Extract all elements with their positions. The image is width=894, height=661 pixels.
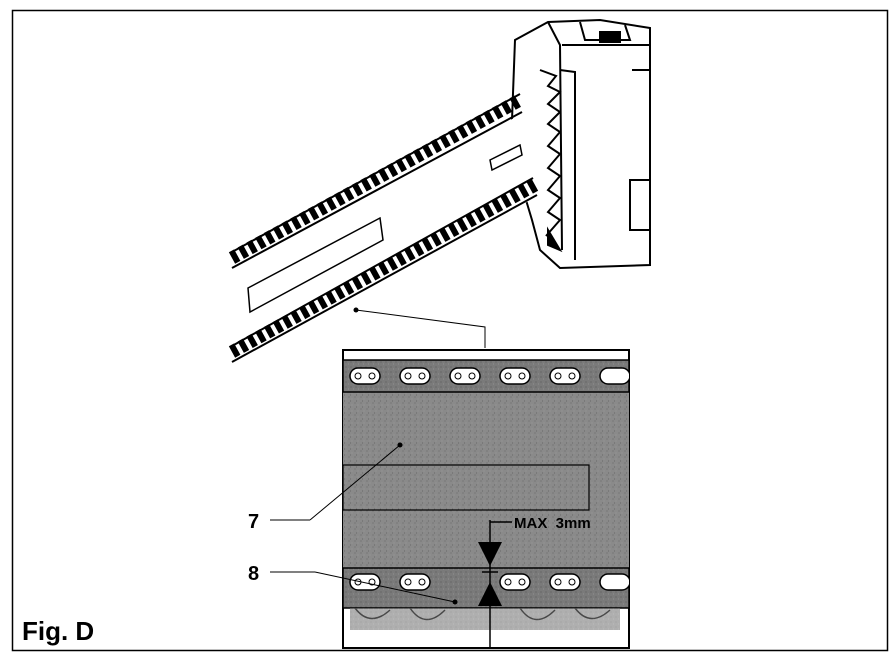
upper-chain-run	[228, 94, 524, 264]
callout-label-7: 7	[248, 511, 259, 533]
inset-bar-label-panel	[343, 464, 590, 511]
measurement-label: MAX 3mm	[514, 515, 591, 532]
callout-label-8: 8	[248, 563, 259, 585]
figure-caption: Fig. D	[22, 616, 94, 646]
max-gap-indicator	[478, 520, 512, 648]
callout-7	[270, 442, 403, 521]
callout-8	[270, 571, 458, 605]
inset-guide-bar	[343, 390, 629, 568]
chainsaw-motor-housing	[510, 18, 651, 270]
up-arrow-icon	[478, 582, 502, 606]
inset-upper-chain	[343, 359, 629, 393]
figure-frame	[11, 9, 889, 652]
down-arrow-icon	[478, 542, 502, 566]
lower-chain-run	[228, 179, 539, 358]
magnified-inset	[342, 349, 630, 649]
bar-label-panel	[247, 216, 384, 314]
guide-bar	[228, 93, 540, 363]
inset-leader-line	[355, 309, 486, 348]
